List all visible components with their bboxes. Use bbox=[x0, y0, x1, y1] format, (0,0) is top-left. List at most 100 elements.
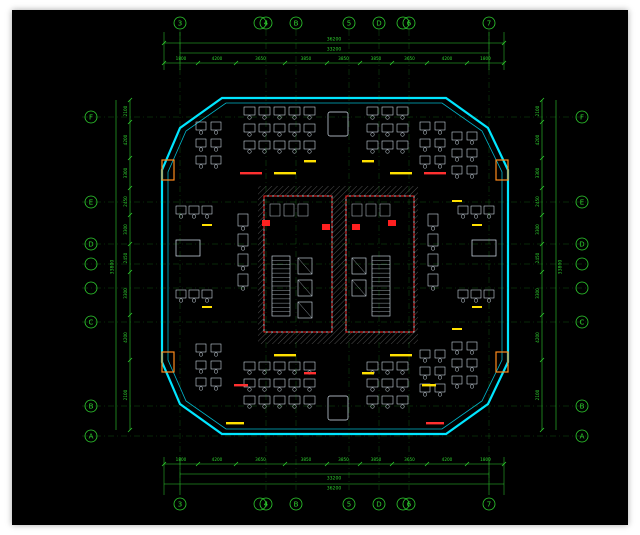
room-label-mark bbox=[424, 172, 446, 175]
chair bbox=[469, 367, 475, 372]
dim-text-v: 4200 bbox=[535, 332, 540, 343]
elevator-x bbox=[297, 301, 313, 319]
axis-bubble-label: D bbox=[376, 20, 381, 28]
chair bbox=[307, 149, 312, 154]
chair bbox=[385, 387, 390, 392]
row-bubble-right-label: C bbox=[580, 319, 585, 327]
desk bbox=[434, 155, 446, 165]
room-label-mark bbox=[274, 172, 296, 175]
chair bbox=[454, 140, 460, 145]
dim-text: 3650 bbox=[404, 457, 415, 462]
room-label-mark bbox=[426, 422, 444, 425]
dim-text: 3850 bbox=[371, 457, 382, 462]
desk bbox=[427, 213, 439, 227]
desk bbox=[366, 361, 379, 371]
dim-tick bbox=[233, 461, 239, 467]
chair bbox=[430, 266, 436, 271]
chair bbox=[437, 358, 443, 363]
chair bbox=[385, 132, 390, 137]
row-bubble-left-label: E bbox=[89, 199, 93, 207]
row-bubble-right bbox=[575, 195, 589, 209]
dim-overall-top-text: 36200 bbox=[327, 37, 342, 43]
dim-tick-v bbox=[539, 155, 545, 161]
dim-tick bbox=[282, 461, 288, 467]
desk bbox=[381, 123, 394, 133]
chair bbox=[460, 214, 466, 219]
chair bbox=[191, 298, 197, 303]
desk bbox=[470, 289, 482, 299]
desk bbox=[188, 289, 200, 299]
axis-bubble bbox=[402, 16, 416, 30]
axis-bubble bbox=[402, 497, 416, 511]
axis-bubble-label: B bbox=[294, 501, 299, 509]
desk bbox=[237, 273, 249, 287]
chair bbox=[247, 132, 252, 137]
dim-tick-v bbox=[539, 241, 545, 247]
chair bbox=[262, 149, 267, 154]
elevator-shaft bbox=[297, 257, 313, 275]
chair bbox=[454, 350, 460, 355]
row-bubble-left-label: B bbox=[89, 403, 94, 411]
desk bbox=[201, 205, 213, 215]
chair bbox=[370, 404, 375, 409]
desk bbox=[243, 395, 256, 405]
axis-bubble-label: 5 bbox=[347, 501, 351, 509]
desk bbox=[457, 289, 469, 299]
axis-bubble bbox=[342, 497, 356, 511]
desk bbox=[434, 138, 446, 148]
axis-bubble-twin bbox=[253, 497, 267, 511]
desk bbox=[210, 121, 222, 131]
chair bbox=[292, 115, 297, 120]
chair bbox=[262, 370, 267, 375]
dim-text-v: 2450 bbox=[123, 196, 128, 207]
dim-text: 3850 bbox=[371, 56, 382, 61]
desk bbox=[366, 106, 379, 116]
room-label-mark bbox=[304, 160, 316, 163]
chair bbox=[198, 386, 204, 391]
chair bbox=[292, 404, 297, 409]
chair bbox=[307, 132, 312, 137]
chair bbox=[437, 164, 443, 169]
chair bbox=[240, 286, 246, 291]
desk bbox=[303, 395, 316, 405]
chair bbox=[469, 350, 475, 355]
row-bubble-aux bbox=[575, 257, 589, 271]
dim-right-total-text: 33800 bbox=[558, 260, 564, 275]
desk bbox=[451, 375, 463, 385]
desk bbox=[243, 140, 256, 150]
dim-text: 3650 bbox=[404, 56, 415, 61]
row-bubble-aux bbox=[575, 281, 589, 295]
desk bbox=[451, 131, 463, 141]
chair bbox=[198, 147, 204, 152]
row-bubble-left bbox=[84, 315, 98, 329]
chair bbox=[277, 149, 282, 154]
desk bbox=[434, 121, 446, 131]
dim-tick-v bbox=[539, 427, 545, 433]
exterior-wall-inner bbox=[167, 102, 503, 430]
dim-text: 3650 bbox=[255, 457, 266, 462]
chair bbox=[422, 130, 428, 135]
axis-bubble-twin bbox=[396, 497, 410, 511]
desk bbox=[396, 140, 409, 150]
chair bbox=[400, 387, 405, 392]
row-bubble-left-label: F bbox=[89, 114, 93, 122]
chair bbox=[292, 387, 297, 392]
row-bubble-aux bbox=[84, 257, 98, 271]
dim-text: 1800 bbox=[480, 457, 491, 462]
desk bbox=[381, 378, 394, 388]
elevator-x bbox=[297, 257, 313, 275]
desk bbox=[175, 205, 187, 215]
chair bbox=[370, 132, 375, 137]
chair bbox=[460, 298, 466, 303]
room-label-mark bbox=[362, 372, 374, 375]
desk bbox=[434, 366, 446, 376]
desk bbox=[451, 341, 463, 351]
desk bbox=[470, 205, 482, 215]
desk bbox=[366, 140, 379, 150]
chair bbox=[422, 147, 428, 152]
core-fixture bbox=[322, 224, 330, 230]
desk bbox=[210, 155, 222, 165]
desk bbox=[419, 366, 431, 376]
chair bbox=[430, 226, 436, 231]
toilet-stall bbox=[365, 203, 377, 217]
